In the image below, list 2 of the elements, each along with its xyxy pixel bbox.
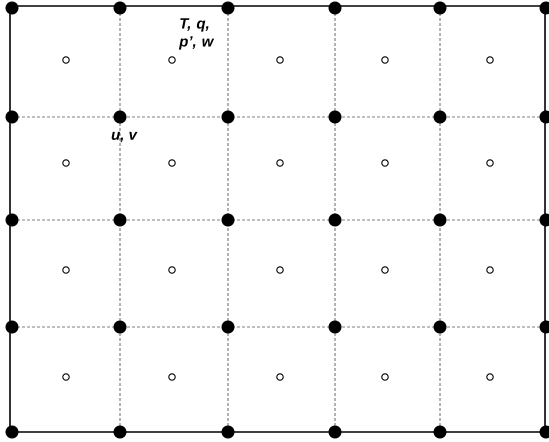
variable-label: u, v [112, 132, 138, 142]
variable-label: T, q, p’, w [178, 18, 214, 50]
